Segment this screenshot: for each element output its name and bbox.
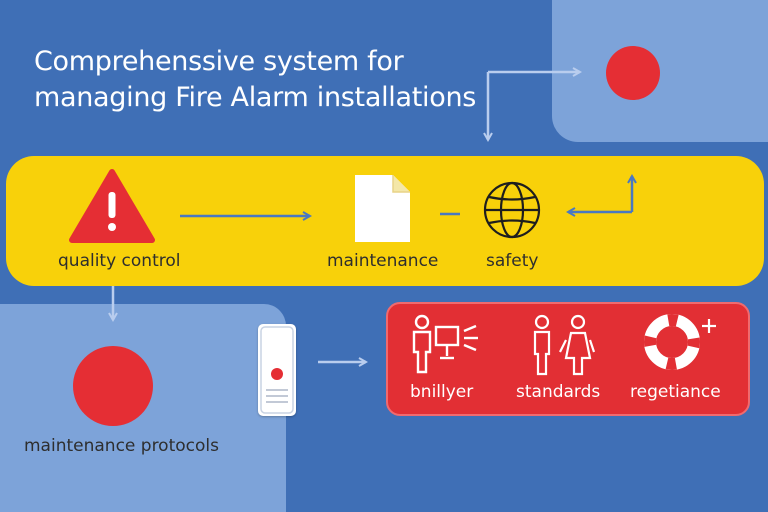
maintenance-label: maintenance	[327, 251, 439, 271]
people-icon	[533, 314, 596, 376]
connector-arrow-right	[568, 176, 632, 212]
standards-label: standards	[516, 382, 601, 402]
regetiance-label: regetiance	[630, 382, 721, 402]
quality-control-label: quality control	[58, 251, 181, 271]
bnillyer-label: bnillyer	[410, 382, 474, 402]
life-ring-icon	[644, 314, 716, 370]
alarm-dot-icon	[73, 346, 153, 426]
person-computer-icon	[412, 314, 478, 374]
top-right-panel	[552, 0, 768, 142]
maintenance-protocols-label: maintenance protocols	[24, 436, 219, 456]
alarm-device-icon	[258, 324, 296, 416]
document-icon	[355, 175, 410, 242]
title-line-1: Comprehenssive system for	[34, 46, 404, 77]
connector-arrow-top	[488, 72, 580, 140]
alarm-dot-icon	[606, 46, 660, 100]
title-line-2: managing Fire Alarm installations	[34, 82, 477, 113]
page-title: Comprehenssive system for managing Fire …	[34, 44, 504, 116]
safety-label: safety	[486, 251, 539, 271]
warning-icon	[69, 169, 155, 243]
globe-icon	[483, 181, 541, 239]
